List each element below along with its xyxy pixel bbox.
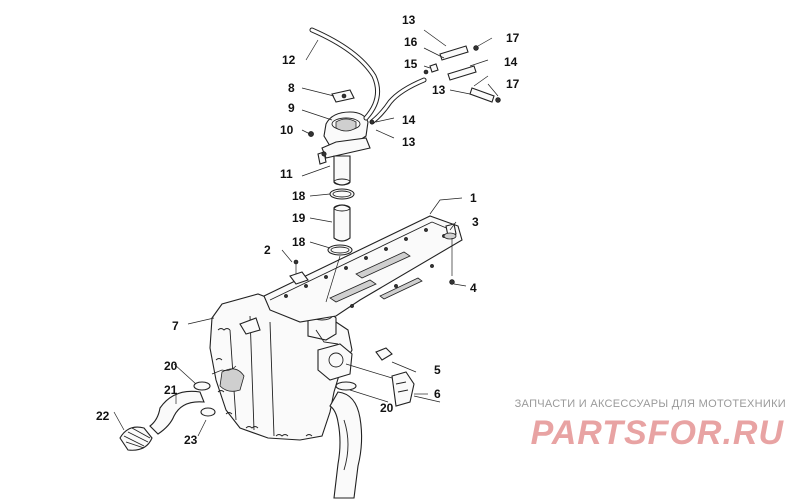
neck-sleeve [325,188,355,303]
callout-14b: 14 [402,113,416,127]
fasteners [289,223,457,285]
callout-12: 12 [282,53,296,67]
callout-19: 19 [292,211,306,225]
bracket [345,347,441,407]
callout-23: 23 [184,433,198,447]
watermark-logo: PARTSFOR.RU [531,414,785,452]
inlet-pipe [119,365,237,451]
filler-cap-assembly [308,89,371,186]
callout-11: 11 [280,167,293,181]
callout-2: 2 [264,243,271,257]
callout-1: 1 [470,191,477,205]
watermark-tagline: ЗАПЧАСТИ И АКСЕССУАРЫ ДЛЯ МОТОТЕХНИКИ [514,398,786,410]
cover-plate [263,215,463,323]
callout-18b: 18 [292,235,306,249]
callout-7: 7 [172,319,179,333]
callout-17b: 17 [506,77,520,91]
watermark: ЗАПЧАСТИ И АКСЕССУАРЫ ДЛЯ МОТОТЕХНИКИ [486,398,786,410]
callout-22: 22 [96,409,110,423]
callout-20a: 20 [164,359,178,373]
callout-8: 8 [288,81,295,95]
callout-20b: 20 [380,401,394,415]
callout-18a: 18 [292,189,306,203]
callout-labels: 1 2 3 4 5 6 7 8 9 10 11 12 13 13 13 14 1… [96,13,520,447]
callout-5: 5 [434,363,441,377]
watermark-logo-text: PARTSFOR.RU [531,414,785,452]
callout-16: 16 [404,35,418,49]
callout-3: 3 [472,215,479,229]
vent-hoses [309,27,501,125]
callout-13b: 13 [432,83,446,97]
callout-13a: 13 [402,13,416,27]
callout-14a: 14 [504,55,518,69]
callout-10: 10 [280,123,294,137]
callout-13c: 13 [402,135,416,149]
callout-21: 21 [164,383,178,397]
callout-15: 15 [404,57,418,71]
drain-hose [329,381,363,499]
callout-17a: 17 [506,31,520,45]
callout-9: 9 [288,101,295,115]
leader-lines [113,29,499,437]
callout-4: 4 [470,281,477,295]
callout-6: 6 [434,387,441,401]
